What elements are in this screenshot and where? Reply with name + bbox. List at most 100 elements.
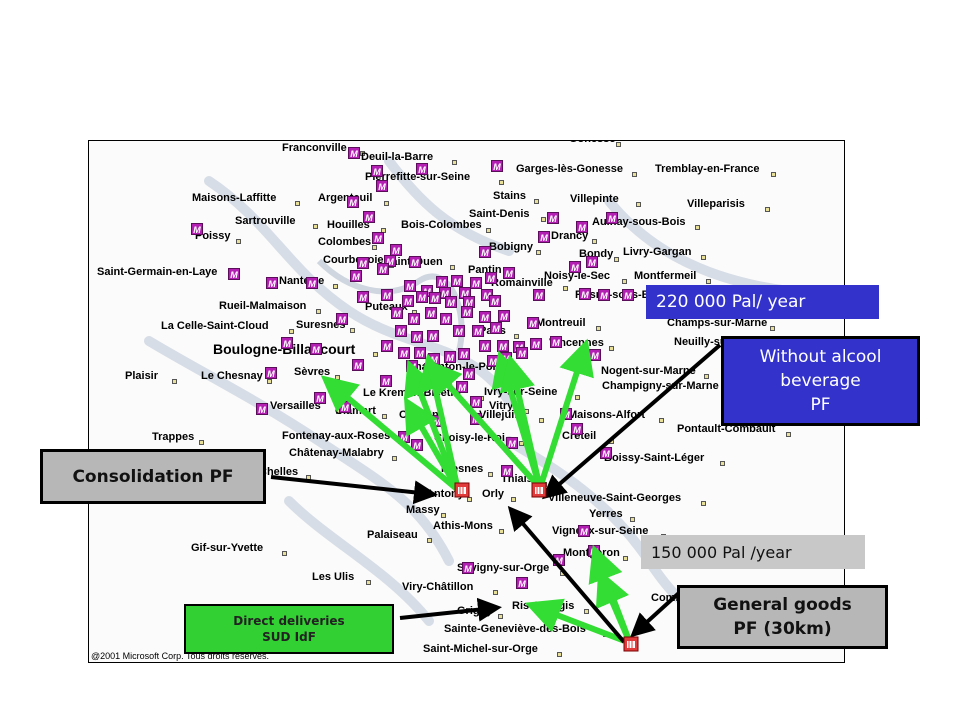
town-dot (560, 571, 566, 576)
town-label: Bobigny (489, 241, 533, 253)
store-marker-icon: M (553, 554, 565, 566)
town-dot (616, 142, 622, 147)
town-label: Ris-Orangis (512, 600, 575, 612)
general-goods-line1: General goods (713, 595, 852, 615)
town-dot (704, 374, 710, 379)
store-marker-icon: M (458, 348, 470, 360)
town-dot (281, 551, 287, 556)
store-marker-icon: M (381, 340, 393, 352)
consolidation-pf-text: Consolidation PF (72, 466, 234, 487)
without-alcool-line1: Without alcool (759, 347, 882, 367)
without-alcool-pf-box: Without alcool beverage PF (721, 336, 920, 426)
town-label: Romainville (491, 277, 553, 289)
town-label: Drancy (551, 230, 589, 242)
store-marker-icon: M (600, 447, 612, 459)
store-marker-icon: M (497, 340, 509, 352)
store-marker-icon: M (390, 244, 402, 256)
town-dot (700, 501, 706, 506)
town-dot (349, 328, 355, 333)
store-marker-icon: M (533, 289, 545, 301)
town-label: Sèvres (294, 366, 331, 378)
town-dot (514, 334, 519, 339)
store-marker-icon: M (470, 413, 482, 425)
store-marker-icon: M (485, 272, 497, 284)
town-label: Gonesse (569, 141, 615, 145)
town-dot (534, 199, 540, 204)
town-label: Boissy-Saint-Léger (604, 452, 705, 464)
store-marker-icon: M (348, 147, 360, 159)
store-marker-icon: M (463, 368, 475, 380)
store-marker-icon: M (472, 325, 484, 337)
town-dot (450, 265, 455, 270)
town-dot (467, 497, 473, 502)
town-dot (563, 286, 569, 291)
store-marker-icon: M (352, 359, 364, 371)
store-marker-icon: M (191, 223, 203, 235)
store-marker-icon: M (411, 331, 423, 343)
store-marker-icon: M (445, 296, 457, 308)
town-dot (295, 201, 301, 206)
town-dot (584, 609, 590, 614)
direct-deliveries-line2: SUD IdF (262, 630, 316, 644)
town-dot (267, 379, 272, 384)
store-marker-icon: M (408, 313, 420, 325)
store-marker-icon: M (395, 325, 407, 337)
town-label: Stains (493, 190, 527, 202)
store-marker-icon: M (456, 381, 468, 393)
town-label: Massy (406, 504, 440, 516)
town-dot (371, 245, 377, 250)
town-dot (360, 151, 366, 156)
town-dot (603, 632, 608, 637)
town-label: Grigny (457, 605, 493, 617)
town-dot (770, 326, 776, 331)
store-marker-icon: M (339, 401, 351, 413)
town-dot (199, 440, 205, 445)
store-marker-icon: M (501, 465, 513, 477)
map-copyright: @2001 Microsoft Corp. Tous droits réserv… (91, 651, 270, 661)
store-marker-icon: M (569, 261, 581, 273)
town-label: Argenteuil (318, 192, 373, 204)
town-label: Pierrefitte-sur-Seine (365, 171, 471, 183)
town-dot (289, 329, 294, 334)
town-label: Plaisir (125, 370, 159, 382)
store-marker-icon: M (380, 375, 392, 387)
store-marker-icon: M (506, 437, 518, 449)
town-dot (765, 207, 771, 212)
store-marker-icon: M (500, 352, 512, 364)
town-label: Fontenay-aux-Roses (282, 430, 391, 442)
town-dot (786, 432, 792, 437)
town-label: Tremblay-en-France (655, 163, 760, 175)
town-dot (592, 239, 598, 244)
store-marker-icon: M (444, 351, 456, 363)
town-label: Montreuil (536, 317, 586, 329)
town-label: Le Kremlin-Bicêtre (363, 387, 461, 399)
town-dot (306, 475, 312, 480)
store-marker-icon: M (598, 289, 610, 301)
store-marker-icon: M (461, 306, 473, 318)
store-marker-icon: M (372, 232, 384, 244)
store-marker-icon: M (491, 160, 503, 172)
store-marker-icon: M (516, 577, 528, 589)
store-marker-icon: M (314, 392, 326, 404)
town-dot (441, 513, 446, 518)
store-marker-icon: M (503, 267, 515, 279)
store-marker-icon: M (489, 295, 501, 307)
store-marker-icon: M (424, 363, 436, 375)
town-label: Deuil-la-Barre (361, 151, 434, 163)
town-dot (608, 346, 614, 351)
town-label: Villejuif (479, 409, 518, 421)
town-dot (595, 326, 601, 331)
town-label: Bois-Colombes (401, 219, 482, 231)
town-dot (719, 461, 725, 466)
town-dot (622, 279, 628, 284)
store-marker-icon: M (440, 313, 452, 325)
town-label: Poissy (195, 230, 231, 242)
town-dot (770, 172, 776, 177)
pallets-volume-bottom-text: 150 000 Pal /year (651, 542, 792, 562)
store-marker-icon: M (357, 291, 369, 303)
store-marker-icon: M (306, 277, 318, 289)
town-dot (538, 418, 544, 423)
store-marker-icon: M (462, 562, 474, 574)
store-marker-icon: M (398, 431, 410, 443)
map-relief-0 (204, 176, 514, 406)
